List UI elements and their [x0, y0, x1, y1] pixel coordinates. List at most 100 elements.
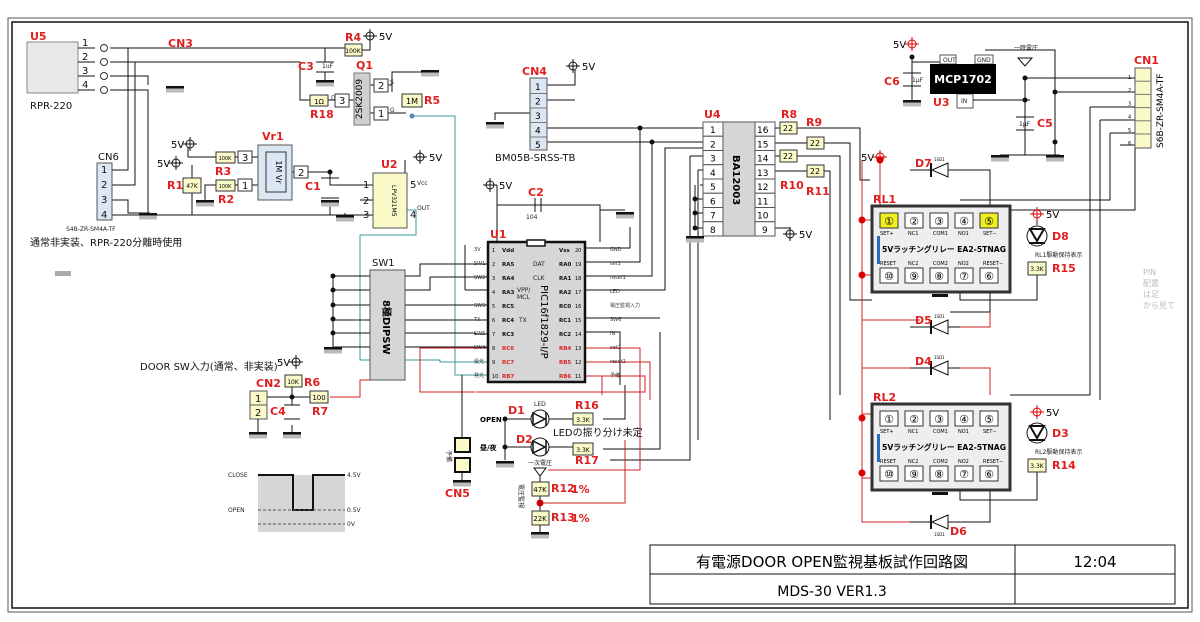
- ground-shadow: [496, 463, 514, 468]
- ground-shadow: [249, 434, 267, 439]
- title-block: 有電源DOOR OPEN監視基板試作回路図 MDS-30 VER1.3 12:0…: [649, 544, 1176, 605]
- vr1-pin-1: 1: [242, 181, 248, 192]
- r5-value: 1M: [406, 97, 418, 106]
- supply-5v-icon: 5V: [483, 178, 512, 192]
- drawing-time: 12:04: [1073, 553, 1116, 571]
- ground-shadow: [903, 102, 921, 107]
- r15-value: 3.3K: [1030, 266, 1045, 273]
- r1-ref: R1: [167, 179, 183, 192]
- junction: [858, 271, 866, 279]
- cn1-ref: CN1: [1134, 54, 1159, 67]
- cn2-pin-2: 2: [255, 408, 261, 419]
- r17-value: 3.3K: [576, 447, 591, 454]
- u1-pin-num: 3: [492, 276, 495, 282]
- temp-voltage-symbol: [1016, 57, 1034, 67]
- u1-net-label: 3V: [474, 247, 481, 253]
- vr1-value: 1M Vr: [274, 160, 283, 184]
- relay-pin-label: SET+: [880, 429, 894, 435]
- u1-pin-num: 11: [575, 374, 581, 380]
- relay-pin-SET−: [979, 212, 999, 229]
- d3-led: D3 RL2駆動保持表示: [1026, 422, 1082, 456]
- c1: C1: [305, 169, 339, 199]
- u1-pin-RB6: RB6: [559, 374, 571, 380]
- r7-value: 100: [312, 394, 325, 402]
- supply-5v-icon: 5V: [277, 355, 303, 369]
- cn6-pin-2: 2: [101, 180, 107, 191]
- diode-icon: [930, 162, 949, 178]
- r17-ref: R17: [575, 454, 599, 467]
- q1-pin-1: 1: [378, 109, 384, 120]
- relay-pin-NC2: [904, 267, 924, 284]
- u1-net-label: LED: [610, 289, 620, 295]
- r10-ref: R10: [780, 179, 804, 192]
- relay-pin-num: ⑦: [959, 270, 969, 283]
- u4-pin-11: 11: [757, 197, 768, 207]
- relay-pin-num: ⑥: [984, 270, 994, 283]
- u4-pin-10: 10: [757, 212, 769, 222]
- ground-shadow: [991, 157, 1009, 162]
- junction: [858, 216, 866, 224]
- supply-5v-label: 5V: [171, 140, 184, 151]
- relay-pin-label: COM1: [933, 231, 948, 237]
- u4-pin-16: 16: [757, 126, 769, 136]
- ground-icon: [324, 347, 342, 350]
- u5-pin-1: 1: [82, 38, 88, 49]
- relay-pin-NO1: [954, 410, 974, 427]
- cn5-connector: 予備 CN5: [445, 375, 471, 500]
- r8-value: 22: [783, 124, 793, 133]
- c4-ref: C4: [270, 405, 286, 418]
- ground-icon: [166, 86, 184, 89]
- u4-pin-4: 4: [710, 169, 716, 179]
- relay-pin-num: ⑨: [909, 270, 919, 283]
- diode-icon: [930, 514, 949, 530]
- ground-icon: [903, 100, 921, 103]
- r16-ref: R16: [575, 399, 599, 412]
- relay-pin-label: COM1: [933, 429, 948, 435]
- r15-ref: R15: [1052, 262, 1076, 275]
- relay-pin-num: ⑤: [984, 413, 994, 426]
- relay-pin-label: COM2: [933, 459, 948, 465]
- relay-pin-label: SET−: [983, 231, 997, 237]
- u2-pin-4: 4: [410, 210, 416, 221]
- u1-pin-RA5: RA5: [502, 262, 514, 268]
- supply-5v-label: 5V: [1046, 408, 1059, 419]
- u1-pin-RB5: RB5: [559, 360, 571, 366]
- ground-icon: [932, 492, 948, 495]
- relay-pin-label: RESET−: [983, 261, 1003, 267]
- u1-pin-Vdd: Vdd: [502, 248, 514, 254]
- c3-value: 1uF: [322, 63, 334, 70]
- d3-note: RL2駆動保持表示: [1035, 448, 1082, 456]
- ground-icon: [283, 432, 301, 435]
- ground-shadow: [453, 482, 471, 487]
- u1-net-label: 電圧監視入力: [610, 302, 640, 309]
- c3-ref: C3: [298, 60, 314, 73]
- ground-icon: [316, 80, 334, 83]
- r12-ref: R12: [551, 482, 575, 495]
- u4-pin-12: 12: [757, 183, 768, 193]
- ground-icon: [486, 122, 504, 125]
- drawing-title: 有電源DOOR OPEN監視基板試作回路図: [696, 553, 968, 571]
- d7-ref: D7: [915, 157, 932, 170]
- vr1: 1M Vr 3 1 2 Vr1: [237, 130, 309, 201]
- ground-shadow: [616, 214, 634, 219]
- u1-pin-num: 2: [492, 262, 495, 268]
- supply-5v-label: 5V: [429, 153, 442, 164]
- supply-5v-label: 5V: [582, 62, 595, 73]
- relay-pin-NC1: [904, 410, 924, 427]
- relay-pin-RESET−: [979, 465, 999, 482]
- u3-mcp1702: OUT GND IN MCP1702 U3: [930, 54, 1025, 109]
- u4-pin-1: 1: [710, 126, 716, 136]
